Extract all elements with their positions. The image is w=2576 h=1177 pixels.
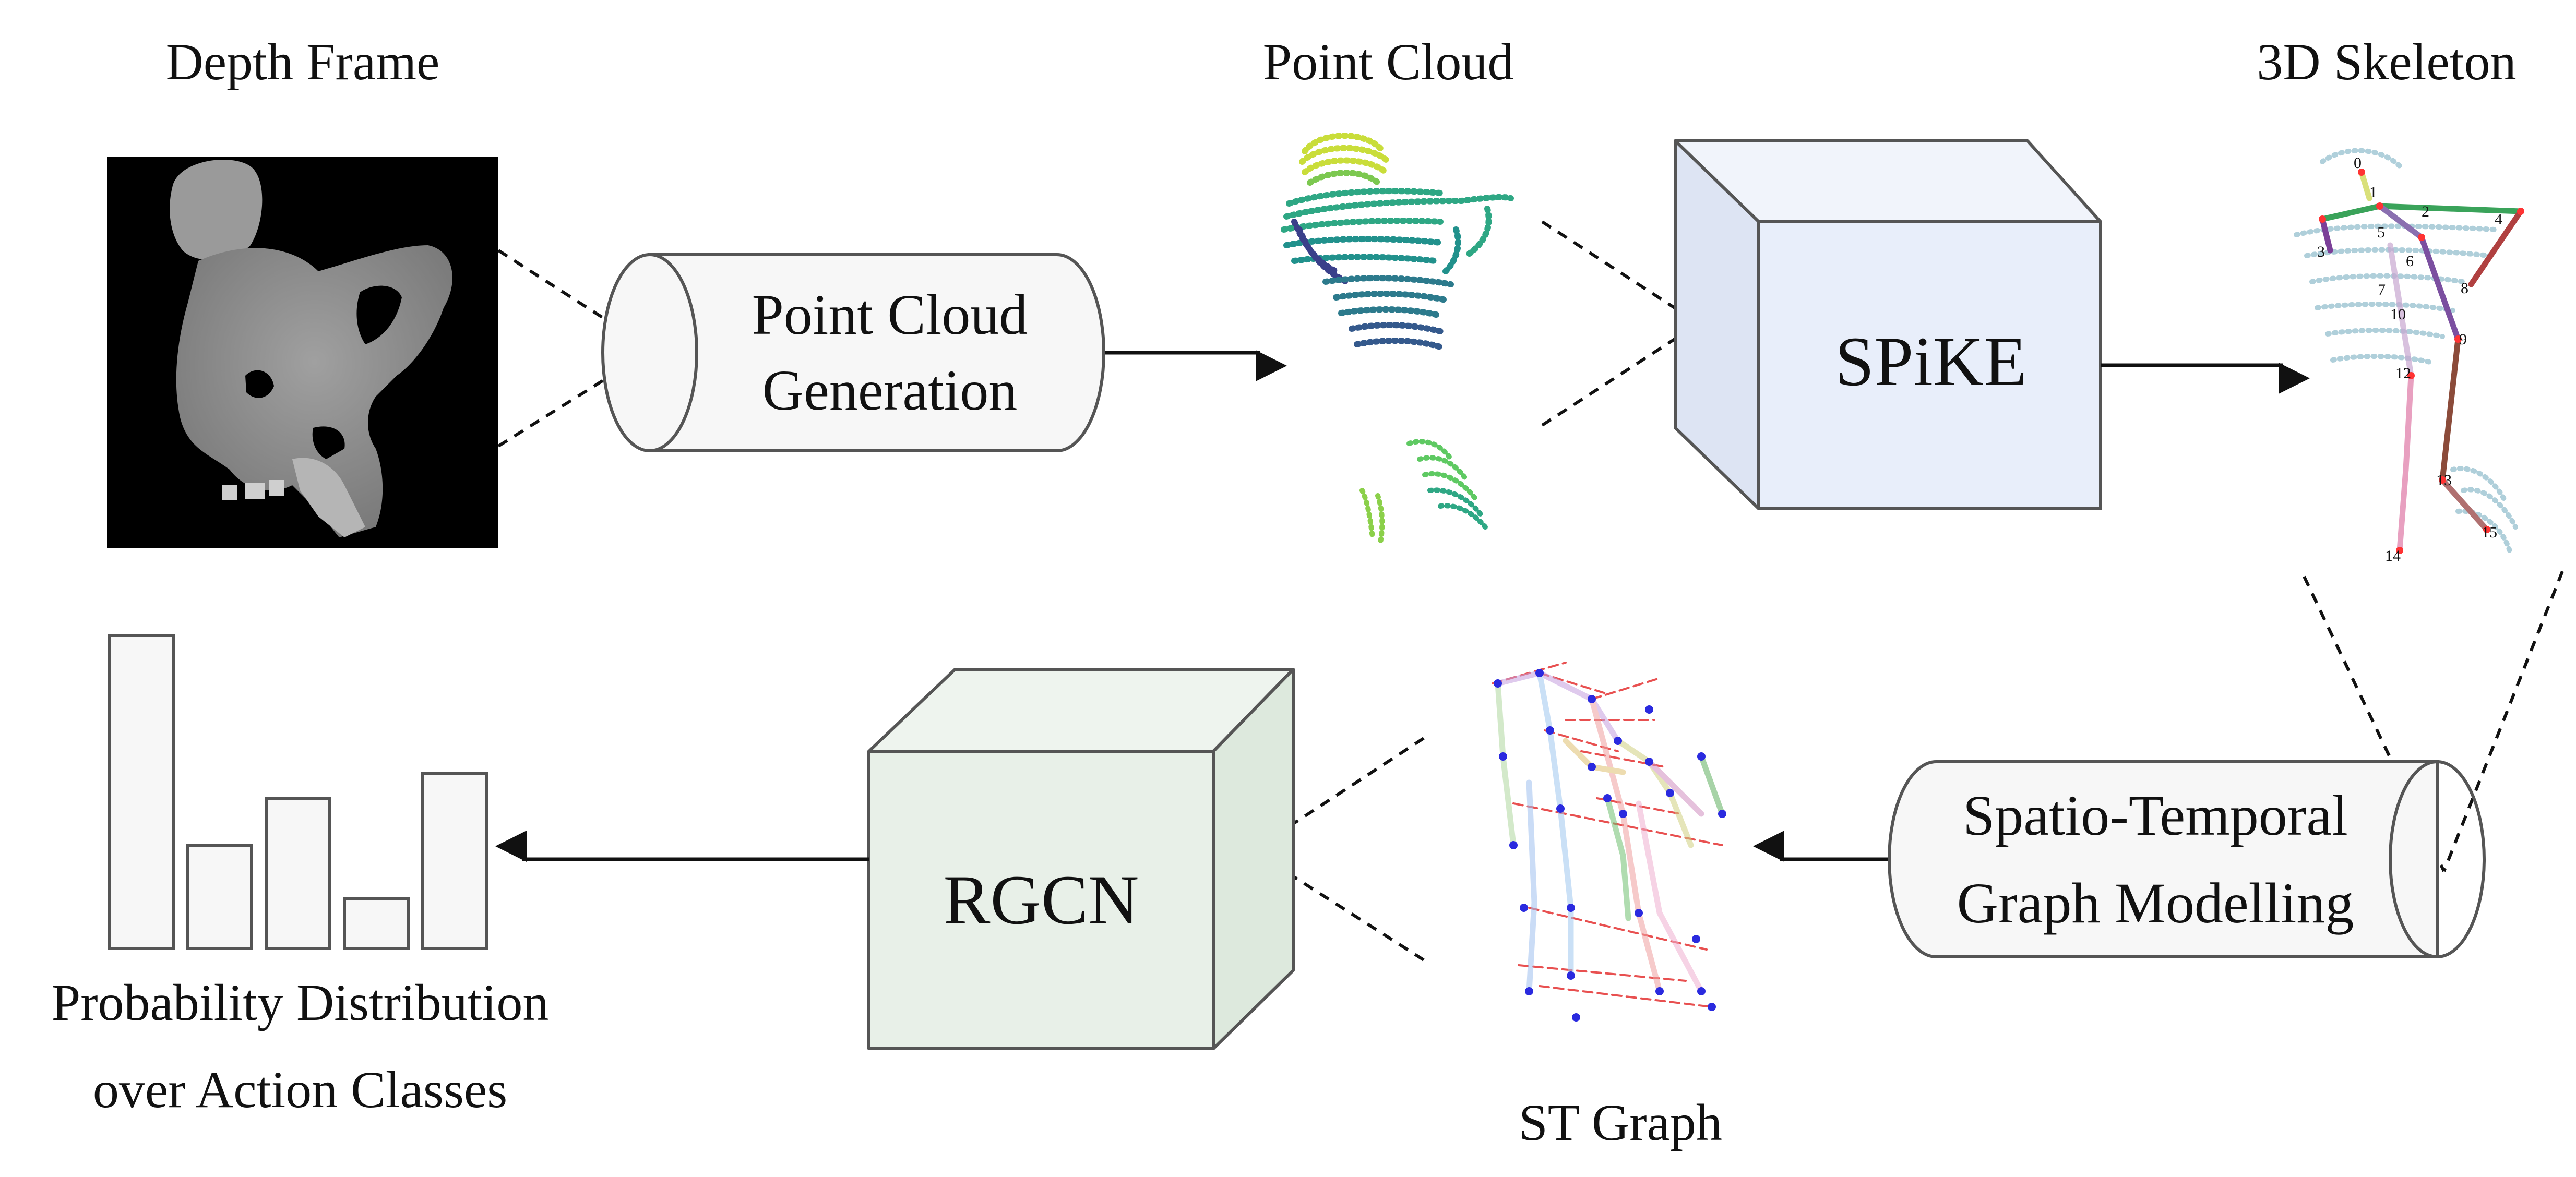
joint-number: 9	[2459, 331, 2467, 348]
prob-dist-label-line1: Probability Distribution	[52, 974, 549, 1031]
histogram-bar	[265, 797, 331, 950]
joint-number: 13	[2436, 472, 2452, 489]
histogram-bar	[186, 844, 253, 950]
histogram-bar	[108, 634, 175, 950]
joint-number: 8	[2461, 280, 2468, 297]
skeleton-to-stgm-dash-right	[2442, 570, 2564, 872]
joint-number: 15	[2482, 524, 2497, 541]
pcgen-label-line2: Generation	[762, 358, 1018, 422]
stgm-label-line2: Graph Modelling	[1957, 871, 2354, 935]
prob-dist-label-line2: over Action Classes	[93, 1061, 507, 1119]
pcgen-label-line1: Point Cloud	[752, 283, 1028, 346]
skeleton-3d-label: 3D Skeleton	[2257, 33, 2516, 91]
joint-number: 1	[2369, 184, 2377, 201]
probability-histogram	[108, 634, 488, 950]
spike-cube: SPiKE	[1674, 139, 2102, 510]
joint-number: 6	[2406, 253, 2414, 270]
joint-number: 2	[2422, 203, 2429, 220]
joint-number: 3	[2317, 243, 2325, 260]
joint-number: 12	[2395, 365, 2411, 382]
point-cloud-label: Point Cloud	[1263, 33, 1514, 91]
stgm-cylinder: Spatio-Temporal Graph Modelling	[1888, 760, 2486, 958]
depth-frame-image	[107, 157, 498, 548]
pointcloud-to-spike-dash-bottom	[1541, 322, 1700, 427]
rgcn-label: RGCN	[943, 861, 1139, 939]
depth-frame-label: Depth Frame	[166, 33, 440, 91]
joint-number: 0	[2354, 154, 2362, 172]
stgm-label-line1: Spatio-Temporal	[1963, 784, 2348, 847]
pointcloud-to-spike-dash-top	[1541, 220, 1700, 325]
spike-label: SPiKE	[1835, 323, 2027, 401]
joint-number: 5	[2377, 224, 2385, 241]
joint-number: 14	[2385, 547, 2401, 565]
st-graph-label: ST Graph	[1519, 1094, 1722, 1151]
skeleton-3d-image: 0 1 2 3 4 5 6 7 8 9 10 12 13 14 15	[2294, 148, 2524, 565]
point-cloud-generation-cylinder: Point Cloud Generation	[601, 253, 1105, 452]
joint-number: 4	[2495, 211, 2502, 228]
histogram-bar	[343, 897, 410, 950]
st-graph-image	[1492, 662, 1726, 1022]
joint-number: 7	[2378, 281, 2386, 298]
point-cloud-image	[1281, 133, 1514, 545]
joint-number: 10	[2390, 306, 2406, 323]
rgcn-cube: RGCN	[867, 668, 1295, 1050]
histogram-bar	[421, 772, 488, 950]
